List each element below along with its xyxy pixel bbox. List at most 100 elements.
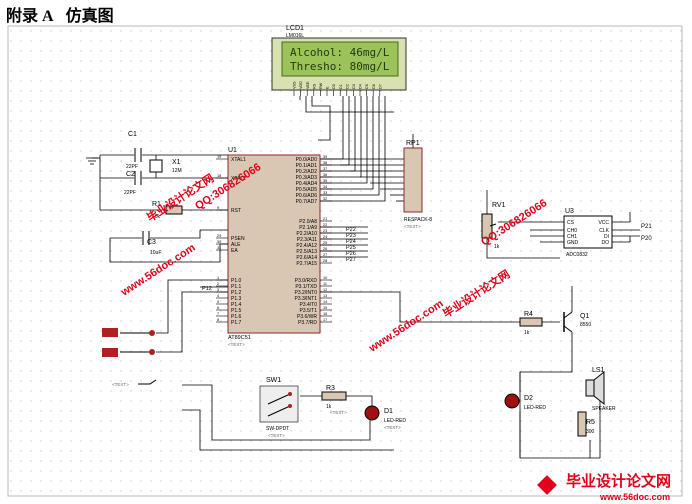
mcu-pin-label: P3.4/T0 — [299, 302, 317, 308]
potentiometer-rv1[interactable]: RV1 1k — [481, 202, 506, 250]
switch-sw1[interactable]: SW1 SW-DPDT <TEXT> — [259, 377, 299, 438]
mcu-pin-label: P3.0/RXD — [295, 278, 318, 284]
label-p26: P26 — [346, 251, 356, 257]
rp-text-tag: <TEXT> — [404, 224, 421, 229]
adc-pin-label: CS — [567, 220, 575, 226]
rv1-value: 1k — [494, 244, 500, 250]
c2-ref: C2 — [126, 171, 135, 178]
r5-ref: R5 — [586, 419, 595, 426]
mcu-pin-label: P0.2/AD2 — [296, 169, 318, 175]
mcu-pin-number: 10 — [323, 276, 327, 280]
mcu-pin-label: ALE — [231, 242, 241, 248]
push-button-1[interactable] — [102, 328, 155, 337]
transistor-q1[interactable]: Q1 8550 — [563, 311, 591, 333]
mcu-pin-label: P0.1/AD1 — [296, 163, 318, 169]
lcd-pin-label: D7 — [378, 84, 382, 89]
mcu-pin-number: 22 — [323, 223, 327, 227]
x1-value: 12M — [172, 168, 182, 174]
mcu-pin-label: EA — [231, 248, 238, 254]
mcu-pin-number: 14 — [323, 300, 327, 304]
r3-value: 1k — [326, 404, 332, 410]
mcu-pin-label: RST — [231, 208, 241, 214]
rv1-ref: RV1 — [492, 202, 506, 209]
adc-wiring — [486, 190, 640, 259]
mcu-pin-label: P0.6/AD6 — [296, 193, 318, 199]
resistor-r4[interactable]: R4 1k — [519, 311, 543, 336]
d2-part: LED-RED — [524, 405, 546, 411]
mcu-pin-number: 33 — [323, 191, 327, 195]
lcd-pin-label: D1 — [339, 84, 343, 89]
sw1-part: SW-DPDT — [266, 426, 289, 432]
resistor-r1[interactable]: R1 10k — [152, 201, 183, 220]
switch-wiring — [182, 384, 394, 451]
mcu-pin-label: P2.7/A15 — [296, 261, 317, 267]
q1-ref: Q1 — [580, 313, 589, 320]
rp-part: RESPACK-8 — [404, 217, 432, 223]
mcu-pin-label: P2.5/A13 — [296, 249, 317, 255]
lcd-ref: LCD1 — [286, 25, 304, 32]
lcd-module[interactable]: LCD1 LM016L Alcohol: 46mg/L Thresho: 80m… — [271, 25, 407, 96]
mcu-pin-number: 17 — [323, 318, 327, 322]
mcu-left-pins: XTAL119XTAL218RST9PSEN29ALE30EA31P1.01P1… — [216, 155, 246, 326]
c3-ref: C3 — [147, 239, 156, 246]
led-d1[interactable]: D1 LED-RED <TEXT> — [364, 405, 406, 430]
q1-part: 8550 — [580, 322, 591, 328]
led-d2[interactable]: D2 LED-RED — [504, 393, 546, 411]
resistor-r5[interactable]: R5 300 — [577, 411, 595, 437]
mcu-pin-number: 30 — [217, 240, 221, 244]
mcu-pin-label: P2.3/A11 — [297, 237, 317, 243]
mcu-pin-label: XTAL1 — [231, 157, 246, 163]
mcu-pin-number: 7 — [217, 312, 219, 316]
grid-area — [7, 25, 683, 497]
mcu-pin-label: P1.7 — [231, 320, 242, 326]
cap-c3[interactable]: C3 10uF — [142, 231, 161, 256]
footer-watermark: 毕业设计论文网 www.56doc.com — [537, 472, 671, 502]
mcu-pin-label: P0.0/AD0 — [296, 157, 318, 163]
mcu-pin-number: 23 — [323, 229, 327, 233]
mcu-pin-number: 3 — [217, 288, 219, 292]
cap-c1[interactable]: C1 22PF — [126, 131, 142, 170]
mcu-pin-number: 31 — [217, 246, 221, 250]
adc-pin-label: GND — [567, 240, 579, 246]
p2-net-wires — [320, 226, 368, 258]
resistor-r3[interactable]: R3 1k <TEXT> — [321, 385, 347, 415]
mcu-pin-label: P1.0 — [231, 278, 242, 284]
d2-ref: D2 — [524, 395, 533, 402]
mcu-pin-number: 27 — [323, 253, 327, 257]
mcu-pin-number: 38 — [323, 161, 327, 165]
label-p22: P22 — [346, 227, 356, 233]
lcd-pin-label: VDD — [299, 81, 303, 89]
lcd-part: LM016L — [286, 33, 304, 39]
speaker-ls1[interactable]: LS1 SPEAKER — [585, 367, 616, 412]
mcu-pin-label: P2.1/A9 — [299, 225, 317, 231]
mcu-at89c51[interactable]: U1 AT89C51 <TEXT> XTAL119XTAL218RST9PSEN… — [216, 147, 332, 347]
r3-ref: R3 — [326, 385, 335, 392]
text-tag-left: <TEXT> — [112, 382, 129, 387]
push-button-2[interactable] — [102, 348, 155, 357]
r1-value: 10k — [152, 214, 161, 220]
mcu-pin-number: 6 — [217, 306, 219, 310]
mcu-pin-number: 24 — [323, 235, 327, 239]
mcu-pin-number: 1 — [217, 276, 219, 280]
ls1-ref: LS1 — [592, 367, 605, 374]
r4-ref: R4 — [524, 311, 533, 318]
mcu-pin-number: 12 — [323, 288, 327, 292]
p2-net-labels: P22 P23 P24 P25 P26 P27 — [346, 227, 356, 263]
mcu-pin-number: 15 — [323, 306, 327, 310]
c3-value: 10uF — [150, 250, 161, 256]
mcu-pin-label: PSEN — [231, 236, 245, 242]
sw1-ref: SW1 — [266, 377, 281, 384]
lcd-pin-label: D4 — [359, 84, 363, 89]
mcu-pin-label: P0.5/AD5 — [296, 187, 318, 193]
footer-brand: 毕业设计论文网 — [566, 472, 671, 490]
label-p20: P20 — [641, 236, 652, 242]
cap-c2[interactable]: C2 22PF — [124, 171, 142, 196]
crystal-x1[interactable]: X1 12M — [149, 159, 182, 174]
x1-ref: X1 — [172, 159, 181, 166]
label-p27: P27 — [346, 257, 356, 263]
r4-value: 1k — [524, 330, 530, 336]
rp-body — [403, 147, 423, 213]
mcu-pin-label: P1.6 — [231, 314, 242, 320]
